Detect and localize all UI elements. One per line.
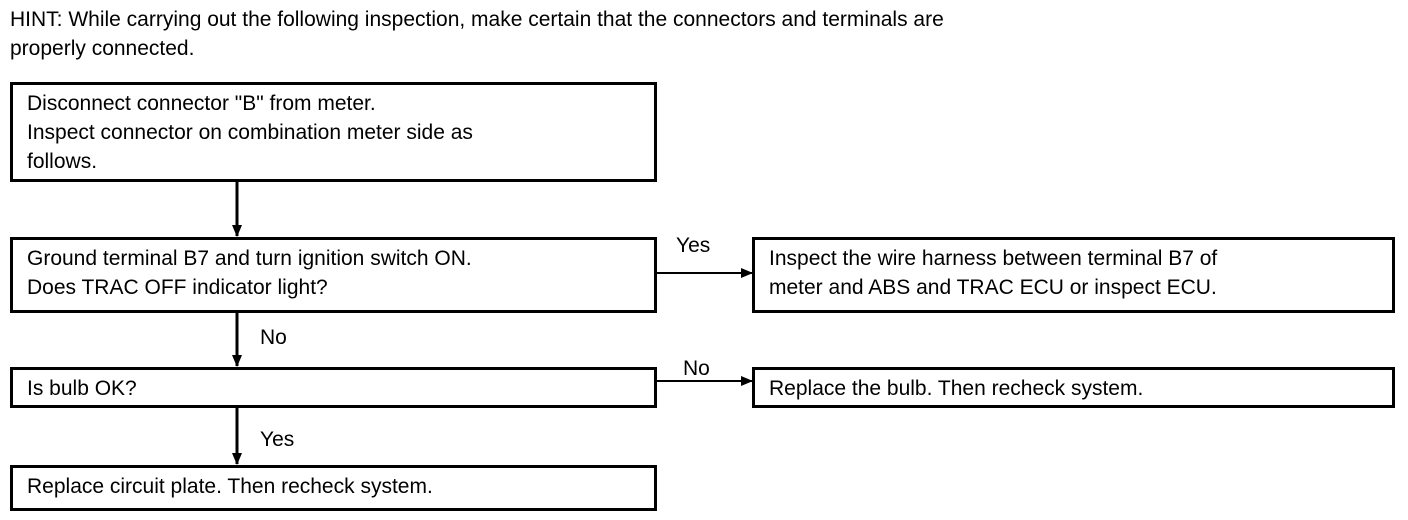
- step1-box: Disconnect connector "B" from meter. Ins…: [10, 82, 657, 182]
- step1-line-3: follows.: [27, 150, 98, 173]
- step4-line-1: Replace circuit plate. Then recheck syst…: [27, 475, 433, 498]
- label-yes-right: Yes: [676, 234, 711, 257]
- step2-yes-result-line-1: Inspect the wire harness between termina…: [769, 247, 1218, 270]
- label-no-down: No: [260, 326, 287, 349]
- step3-no-result-line-1: Replace the bulb. Then recheck system.: [769, 377, 1144, 400]
- step1-line-2: Inspect connector on combination meter s…: [27, 121, 473, 144]
- step2-box: Ground terminal B7 and turn ignition swi…: [10, 237, 657, 313]
- step4-box: Replace circuit plate. Then recheck syst…: [10, 465, 657, 511]
- step2-line-2: Does TRAC OFF indicator light?: [27, 276, 328, 299]
- step1-line-1: Disconnect connector "B" from meter.: [27, 92, 376, 115]
- label-yes-down: Yes: [260, 428, 295, 451]
- hint-line-2: properly connected.: [10, 37, 195, 60]
- hint-text: HINT: While carrying out the following i…: [10, 5, 1390, 63]
- label-no-right: No: [683, 357, 710, 380]
- step3-no-result-box: Replace the bulb. Then recheck system.: [752, 367, 1395, 408]
- step2-line-1: Ground terminal B7 and turn ignition swi…: [27, 247, 472, 270]
- hint-line-1: HINT: While carrying out the following i…: [10, 8, 944, 31]
- step2-yes-result-line-2: meter and ABS and TRAC ECU or inspect EC…: [769, 276, 1217, 299]
- step2-yes-result-box: Inspect the wire harness between termina…: [752, 237, 1395, 313]
- step3-line-1: Is bulb OK?: [27, 377, 137, 400]
- step3-box: Is bulb OK?: [10, 367, 657, 408]
